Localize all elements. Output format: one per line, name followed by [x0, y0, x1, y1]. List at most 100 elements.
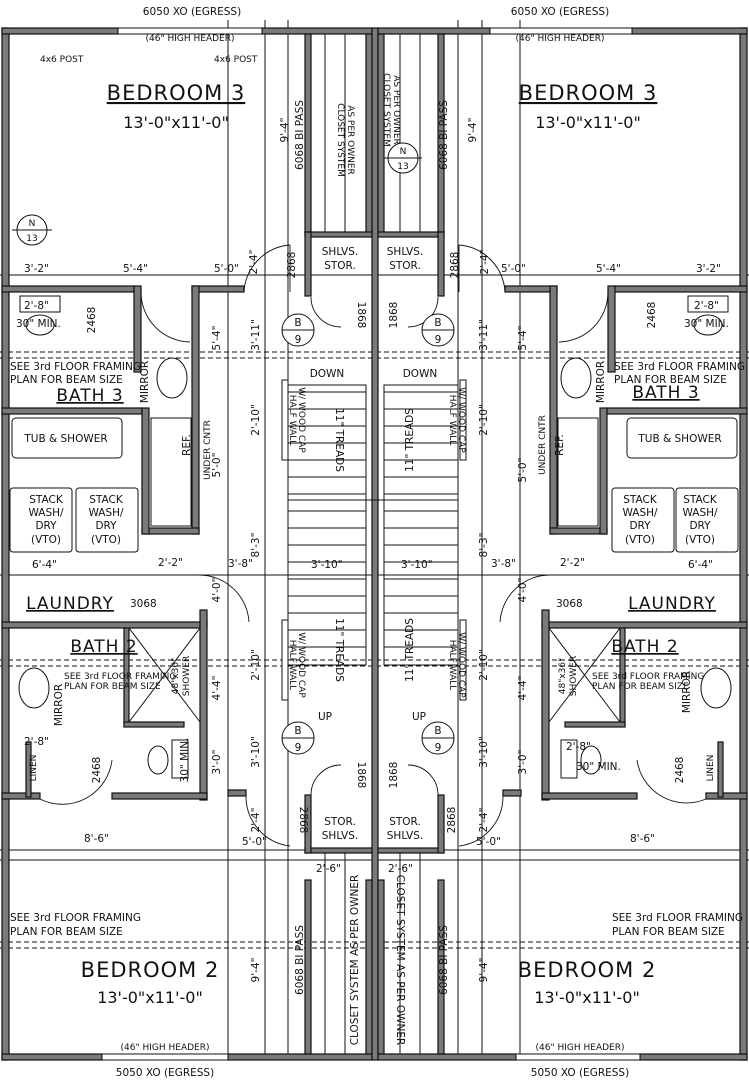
windows	[101, 27, 641, 1061]
svg-text:9: 9	[295, 742, 302, 754]
svg-text:2'-2": 2'-2"	[158, 557, 183, 569]
svg-text:STACK: STACK	[683, 494, 718, 506]
stair-run	[383, 384, 459, 666]
svg-text:8'-3": 8'-3"	[478, 533, 490, 558]
svg-text:SEE 3rd FLOOR FRAMING: SEE 3rd FLOOR FRAMING	[10, 912, 141, 924]
svg-text:2868: 2868	[446, 807, 458, 834]
header-bottom-left: (46" HIGH HEADER)	[121, 1043, 210, 1053]
svg-text:W/ WOOD CAP: W/ WOOD CAP	[456, 387, 466, 453]
svg-text:1868: 1868	[355, 762, 367, 789]
svg-text:DRY: DRY	[629, 520, 651, 532]
egress-top-left: 6050 XO (EGRESS)	[143, 6, 241, 18]
svg-text:HALF WALL: HALF WALL	[287, 640, 297, 691]
svg-text:STOR.: STOR.	[389, 260, 421, 272]
bath3-title-right: BATH 3	[632, 383, 699, 403]
svg-text:3'-0": 3'-0"	[517, 750, 529, 775]
svg-text:11" TREADS: 11" TREADS	[333, 618, 345, 682]
egress-bottom-right: 5050 XO (EGRESS)	[531, 1067, 629, 1079]
svg-text:2'-10": 2'-10"	[250, 649, 262, 681]
svg-text:4'-0": 4'-0"	[211, 578, 223, 603]
svg-text:B: B	[294, 317, 301, 329]
svg-text:N: N	[29, 219, 36, 229]
egress-bottom-left: 5050 XO (EGRESS)	[116, 1067, 214, 1079]
svg-text:11" TREADS: 11" TREADS	[333, 408, 345, 472]
svg-text:UNDER CNTR: UNDER CNTR	[538, 415, 548, 475]
post-left: 4x6 POST	[40, 55, 84, 65]
svg-text:B: B	[434, 725, 441, 737]
svg-text:5'-4": 5'-4"	[517, 326, 529, 351]
svg-text:PLAN FOR BEAM SIZE: PLAN FOR BEAM SIZE	[612, 926, 725, 938]
svg-text:5'-0": 5'-0"	[476, 836, 501, 848]
svg-text:N: N	[400, 147, 407, 157]
door-size-labels: 3068 3068 2468 2468 2468 2468 1868 1868 …	[86, 252, 686, 834]
svg-text:SHLVS.: SHLVS.	[322, 830, 358, 842]
svg-text:PLAN FOR BEAM SIZE: PLAN FOR BEAM SIZE	[64, 682, 161, 692]
svg-text:9'-4": 9'-4"	[467, 118, 479, 143]
svg-text:30" MIN.: 30" MIN.	[179, 738, 191, 783]
svg-text:3'-0": 3'-0"	[211, 750, 223, 775]
stack-wash-labels: STACK WASH/ DRY (VTO) STACK WASH/ DRY (V…	[28, 494, 718, 546]
section-marker-b-bottom-left: B 9	[281, 721, 315, 755]
svg-text:1868: 1868	[388, 762, 400, 789]
stair-rails	[281, 379, 467, 701]
dimension-labels: 3'-2" 5'-4" 5'-0" 5'-0" 5'-4" 3'-2" 2'-8…	[24, 118, 721, 983]
svg-text:3'-2": 3'-2"	[696, 263, 721, 275]
laundry-title-left: LAUNDRY	[26, 594, 114, 614]
svg-text:SHOWER: SHOWER	[182, 656, 192, 696]
svg-text:LINEN: LINEN	[706, 755, 716, 782]
bedroom3-title-right: BEDROOM 3	[519, 81, 658, 105]
svg-text:STOR.: STOR.	[324, 260, 356, 272]
egress-top-right: 6050 XO (EGRESS)	[511, 6, 609, 18]
svg-text:5'-4": 5'-4"	[596, 263, 621, 275]
bath2-title-left: BATH 2	[70, 637, 137, 657]
svg-text:5'-0": 5'-0"	[501, 263, 526, 275]
svg-text:3'-11": 3'-11"	[250, 319, 262, 351]
closet-rods	[324, 34, 421, 1054]
svg-text:2468: 2468	[91, 757, 103, 784]
bedroom3-size-left: 13'-0"x11'-0"	[123, 113, 229, 132]
svg-text:PLAN FOR BEAM SIZE: PLAN FOR BEAM SIZE	[592, 682, 689, 692]
svg-text:2468: 2468	[646, 302, 658, 329]
bipass-labels: 6068 BI PASS 6068 BI PASS 6068 BI PASS 6…	[294, 100, 450, 995]
svg-text:(VTO): (VTO)	[31, 534, 61, 546]
svg-text:UNDER CNTR: UNDER CNTR	[203, 420, 213, 480]
section-marker-b-bottom-right: B 9	[421, 721, 455, 755]
svg-text:SHLVS.: SHLVS.	[387, 830, 423, 842]
svg-text:STOR.: STOR.	[389, 816, 421, 828]
svg-text:9'-4": 9'-4"	[250, 958, 262, 983]
svg-text:3'-10": 3'-10"	[250, 736, 262, 768]
svg-text:WASH/: WASH/	[622, 507, 658, 519]
svg-text:DOWN: DOWN	[403, 368, 438, 380]
svg-text:MIRROR: MIRROR	[595, 361, 607, 403]
svg-text:3'-8": 3'-8"	[228, 558, 253, 570]
svg-text:2'-4": 2'-4"	[479, 250, 491, 275]
svg-text:HALF WALL: HALF WALL	[287, 395, 297, 446]
svg-text:2'-6": 2'-6"	[388, 863, 413, 875]
svg-text:W/ WOOD CAP: W/ WOOD CAP	[456, 632, 466, 698]
svg-text:LINEN: LINEN	[29, 755, 39, 782]
svg-text:3'-10": 3'-10"	[401, 559, 433, 571]
svg-text:30" MIN.: 30" MIN.	[684, 318, 729, 330]
svg-text:2'-10": 2'-10"	[250, 404, 262, 436]
clearance-labels: 30" MIN. 30" MIN. 30" MIN. 30" MIN.	[16, 318, 729, 782]
svg-text:WASH/: WASH/	[28, 507, 64, 519]
svg-text:CLOSET SYSTEM AS PER OWNER: CLOSET SYSTEM AS PER OWNER	[394, 875, 406, 1046]
svg-text:(VTO): (VTO)	[91, 534, 121, 546]
svg-text:9: 9	[435, 742, 442, 754]
svg-text:DRY: DRY	[689, 520, 711, 532]
svg-text:AS PER OWNER: AS PER OWNER	[345, 105, 355, 175]
north-marker-left: N 13	[12, 214, 52, 246]
svg-text:WASH/: WASH/	[682, 507, 718, 519]
svg-text:5'-4": 5'-4"	[123, 263, 148, 275]
svg-text:2468: 2468	[86, 307, 98, 334]
svg-text:2'-4": 2'-4"	[248, 250, 260, 275]
svg-text:MIRROR: MIRROR	[53, 684, 65, 726]
svg-text:3068: 3068	[130, 598, 157, 610]
svg-text:HALF WALL: HALF WALL	[447, 640, 457, 691]
svg-text:4'-4": 4'-4"	[211, 676, 223, 701]
svg-text:STACK: STACK	[89, 494, 124, 506]
framing-notes: SEE 3rd FLOOR FRAMING PLAN FOR BEAM SIZE…	[10, 361, 745, 938]
stair-run	[287, 384, 367, 666]
bedroom2-title-left: BEDROOM 2	[81, 958, 220, 982]
svg-text:30" MIN.: 30" MIN.	[16, 318, 61, 330]
